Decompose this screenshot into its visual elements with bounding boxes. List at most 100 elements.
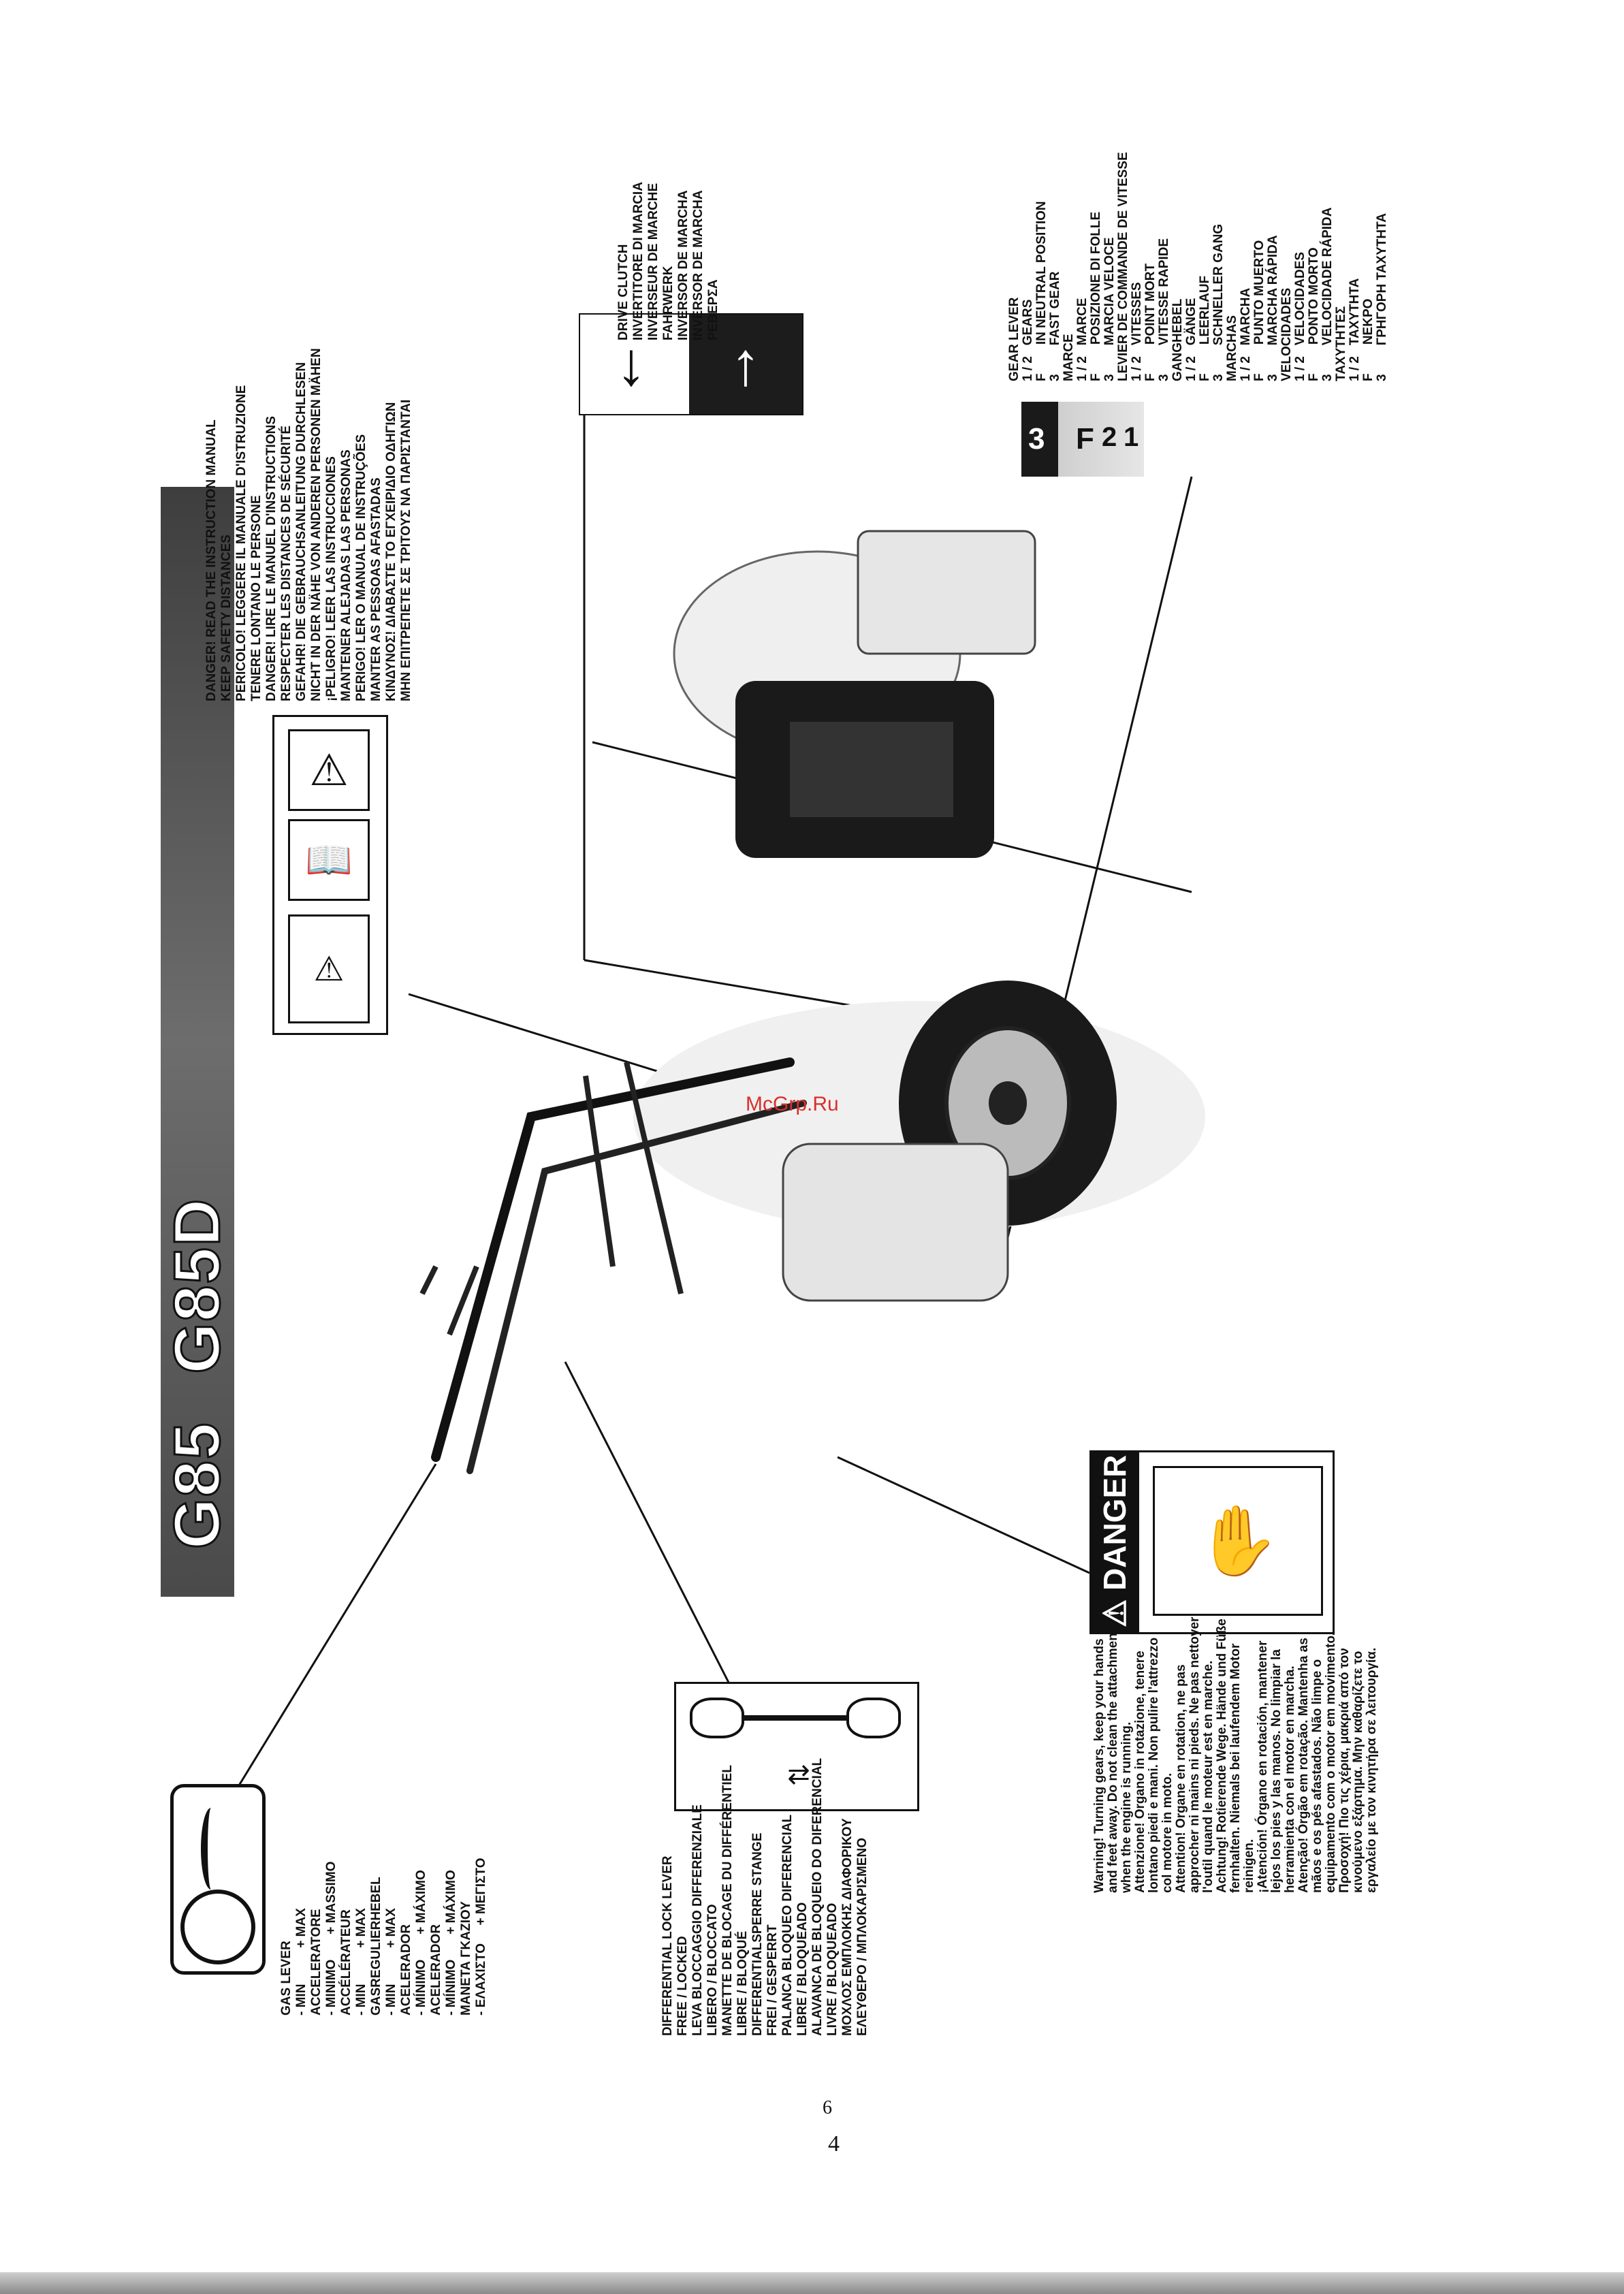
danger-line: l'outil quand le moteur est en marche. bbox=[1201, 1660, 1215, 1893]
danger-line: ¡Atención! Órgano en rotación, mantener bbox=[1256, 1640, 1270, 1893]
gear-line: 1 / 2 VITESSES bbox=[1130, 282, 1144, 381]
gas-line: - MINIMO + MASSIMO bbox=[324, 1861, 338, 2016]
danger-line: Προσοχή! Πιο τις χέρια, μακριά από τον bbox=[1337, 1648, 1352, 1893]
drive-clutch-line: DRIVE CLUTCH bbox=[616, 244, 631, 340]
safety-line: DANGER! READ THE INSTRUCTION MANUAL bbox=[204, 419, 219, 701]
gear-line: 3 VITESSE RAPIDE bbox=[1157, 238, 1171, 381]
page-number-lower: 4 bbox=[828, 2131, 840, 2156]
throttle-dial-icon bbox=[180, 1890, 255, 1964]
gear-line: 1 / 2 ΤΑΧΥΤΗΤΑ bbox=[1348, 278, 1362, 381]
safety-line: GEFAHR! DIE GEBRAUCHSANLEITUNG DURCHLESE… bbox=[294, 362, 308, 701]
safety-label-text: DANGER! READ THE INSTRUCTION MANUAL KEEP… bbox=[204, 348, 414, 701]
diff-line: ΜΟΧΛΟΣ ΕΜΠΛΟΚΗΣ ΔΙΑΦΟΡΙΚΟΥ bbox=[840, 1818, 855, 2036]
diff-line: ΕΛΕΥΘΕΡΟ / ΜΠΛΟΚΑΡΙΣΜΕΝΟ bbox=[855, 1838, 870, 2036]
gear-line: GANGHEBEL bbox=[1171, 298, 1185, 381]
gear-line: F ΝΕΚΡΟ bbox=[1361, 298, 1375, 381]
gear-symbol-1: 1 bbox=[1124, 422, 1139, 452]
gas-line: GASREGULIERHEBEL bbox=[369, 1877, 383, 2016]
gear-line: GEAR LEVER bbox=[1007, 297, 1021, 381]
gear-line: LEVIER DE COMMANDE DE VITESSE bbox=[1116, 152, 1130, 381]
model-title-g85: G85 bbox=[160, 1420, 235, 1550]
danger-line: equipamento com o motor em movimento. bbox=[1324, 1631, 1338, 1893]
differential-lock-pictogram: ⇄ bbox=[674, 1682, 919, 1811]
gas-line: - MIN + MAX bbox=[384, 1908, 398, 2016]
tiller-machine-illustration bbox=[419, 530, 1205, 1474]
gear-line: F POINT MORT bbox=[1143, 263, 1158, 381]
gear-symbol-3: 3 bbox=[1028, 422, 1045, 456]
danger-label: ✋ bbox=[1089, 1450, 1335, 1634]
safety-line: MANTER AS PESSOAS AFASTADAS bbox=[369, 477, 383, 701]
diff-line: LEVA BLOCCAGGIO DIFFERENZIALE bbox=[690, 1804, 705, 2036]
drive-clutch-line: INVERTITORE DI MARCIA bbox=[631, 182, 646, 340]
diff-line: LIBRE / BLOQUEADO bbox=[795, 1902, 810, 2036]
danger-line: fernhalten. Niemals bei laufendem Motor bbox=[1228, 1643, 1243, 1893]
gas-line: - MIN + MAX bbox=[294, 1908, 308, 2016]
arrow-up-icon: ↑ bbox=[689, 315, 802, 414]
throttle-hand-icon bbox=[201, 1808, 221, 1890]
safety-line: ΜΗΝ ΕΠΙΤΡΕΠΕΤΕ ΣΕ ΤΡΙΤΟΥΣ ΝΑ ΠΑΡΙΣΤΑΝΤΑΙ bbox=[399, 399, 413, 701]
drive-clutch-line: ΡΕΒΕΡΣΑ bbox=[706, 279, 720, 340]
danger-line: Atenção! Órgão em rotação. Mantenha as bbox=[1296, 1638, 1311, 1893]
gas-line: - MIN + MAX bbox=[354, 1908, 368, 2016]
safety-line: KEEP SAFETY DISTANCES bbox=[219, 535, 234, 701]
safety-line: ¡PELIGRO! LEER LAS INSTRUCCIONES bbox=[324, 456, 338, 701]
danger-line: approcher ni mains ni pieds. Ne pas nett… bbox=[1188, 1616, 1202, 1893]
gear-line: 1 / 2 VELOCIDADES bbox=[1293, 251, 1307, 381]
gear-lever-strip: 3 F 2 1 bbox=[1021, 402, 1144, 477]
gear-line: 1 / 2 MARCHA bbox=[1239, 287, 1253, 381]
gas-line: ΜΑΝΕΤΑ ΓΚΑΖΙΟΥ bbox=[459, 1901, 473, 2016]
model-title-g85d: G85D bbox=[160, 1196, 235, 1375]
safety-line: PERIGO! LER O MANUAL DE INSTRUÇÕES bbox=[354, 434, 368, 701]
gear-line: F PUNTO MUERTO bbox=[1252, 240, 1267, 381]
danger-line: col motore in moto. bbox=[1160, 1772, 1175, 1893]
danger-line: Warning! Turning gears, keep your hands bbox=[1092, 1638, 1106, 1893]
diff-line: LIVRE / BLOQUEADO bbox=[825, 1902, 840, 2036]
drive-clutch-line: INVERSOR DE MARCHA bbox=[691, 190, 705, 340]
diff-line: FREE / LOCKED bbox=[675, 1936, 690, 2036]
danger-header: ⚠ DANGER bbox=[1097, 1454, 1132, 1627]
safety-line: RESPECTER LES DISTANCES DE SÉCURITÉ bbox=[279, 425, 293, 701]
rotating-blade-icon: ✋ bbox=[1153, 1466, 1323, 1616]
safety-line: ΚΙΝΔΥΝΟΣ! ΔΙΑΒΑΣΤΕ ΤΟ ΕΓΧΕΙΡΙΔΙΟ ΟΔΗΓΙΩΝ bbox=[384, 402, 398, 701]
drive-clutch-line: INVERSOR DE MARCHA bbox=[676, 190, 690, 340]
diff-line: DIFFERENTIALSPERRE STANGE bbox=[750, 1832, 765, 2036]
gear-line: 1 / 2 MARCE bbox=[1075, 298, 1089, 381]
danger-line: when the engine is running. bbox=[1119, 1721, 1134, 1893]
arrows-icon: ⇄ bbox=[787, 1759, 810, 1789]
gear-line: MARCHAS bbox=[1225, 315, 1239, 381]
drive-clutch-line: FAHRWERK bbox=[661, 266, 675, 340]
drive-clutch-text: DRIVE CLUTCH INVERTITORE DI MARCIA INVER… bbox=[616, 182, 721, 340]
drive-clutch-line: INVERSEUR DE MARCHE bbox=[646, 182, 660, 340]
diff-line: FREI / GESPERRT bbox=[765, 1924, 780, 2036]
gas-line: ACCELERATORE bbox=[309, 1909, 323, 2016]
safety-line: PERICOLO! LEGGERE IL MANUALE D'ISTRUZION… bbox=[234, 385, 249, 701]
gear-line: 1 / 2 GÄNGE bbox=[1184, 298, 1198, 381]
axle-icon bbox=[744, 1715, 846, 1721]
watermark: McGrp.Ru bbox=[746, 1093, 839, 1115]
danger-line: κινούμενο εξάρτημα. Μην καθαρίζετε το bbox=[1351, 1651, 1365, 1893]
scan-edge-bar bbox=[0, 2272, 1624, 2294]
warning-triangle-icon: ⚠ bbox=[288, 729, 370, 811]
danger-line: lontano piedi e mani. Non pulire l'attre… bbox=[1147, 1637, 1161, 1893]
gas-lever-text: GAS LEVER - MIN + MAX ACCELERATORE - MIN… bbox=[279, 1858, 489, 2016]
gear-line: 3 FAST GEAR bbox=[1048, 271, 1062, 381]
gas-line: ACELERADOR bbox=[399, 1924, 413, 2016]
danger-line: Achtung! Rotierende Wege. Hände und Füße bbox=[1215, 1619, 1229, 1893]
danger-line: εργαλείο με τον κινητήρα σε λειτουργία. bbox=[1365, 1647, 1379, 1893]
wheel-locked-icon bbox=[846, 1698, 901, 1738]
danger-line: reinigen. bbox=[1242, 1838, 1256, 1893]
gear-line: 3 MARCIA VELOCE bbox=[1102, 237, 1117, 382]
safety-line: DANGER! LIRE LE MANUEL D'INSTRUCTIONS bbox=[264, 415, 278, 701]
danger-line: herramienta con el motor en marcha. bbox=[1283, 1666, 1297, 1893]
danger-line: Attention! Organe en rotation, ne pas bbox=[1174, 1664, 1188, 1893]
gas-line: - ΕΛΑΧΙΣΤΟ + ΜΕΓΙΣΤΟ bbox=[474, 1858, 488, 2016]
gas-lever-pictogram bbox=[170, 1784, 266, 1975]
differential-text: DIFFERENTIAL LOCK LEVER FREE / LOCKED LE… bbox=[660, 1758, 870, 2036]
danger-line: mãos e os pés afastados. Não limpe o bbox=[1310, 1659, 1324, 1893]
safety-pictogram-label: ⚠ 📖 ⚠ bbox=[272, 715, 388, 1035]
gear-line: 3 ΓΡΗΓΟΡΗ ΤΑΧΥΤΗΤΑ bbox=[1375, 213, 1389, 381]
safety-distance-icon: ⚠ bbox=[288, 914, 370, 1023]
safety-line: NICHT IN DER NÄHE VON ANDEREN PERSONEN M… bbox=[309, 348, 323, 701]
page-number-upper: 6 bbox=[823, 2097, 832, 2118]
